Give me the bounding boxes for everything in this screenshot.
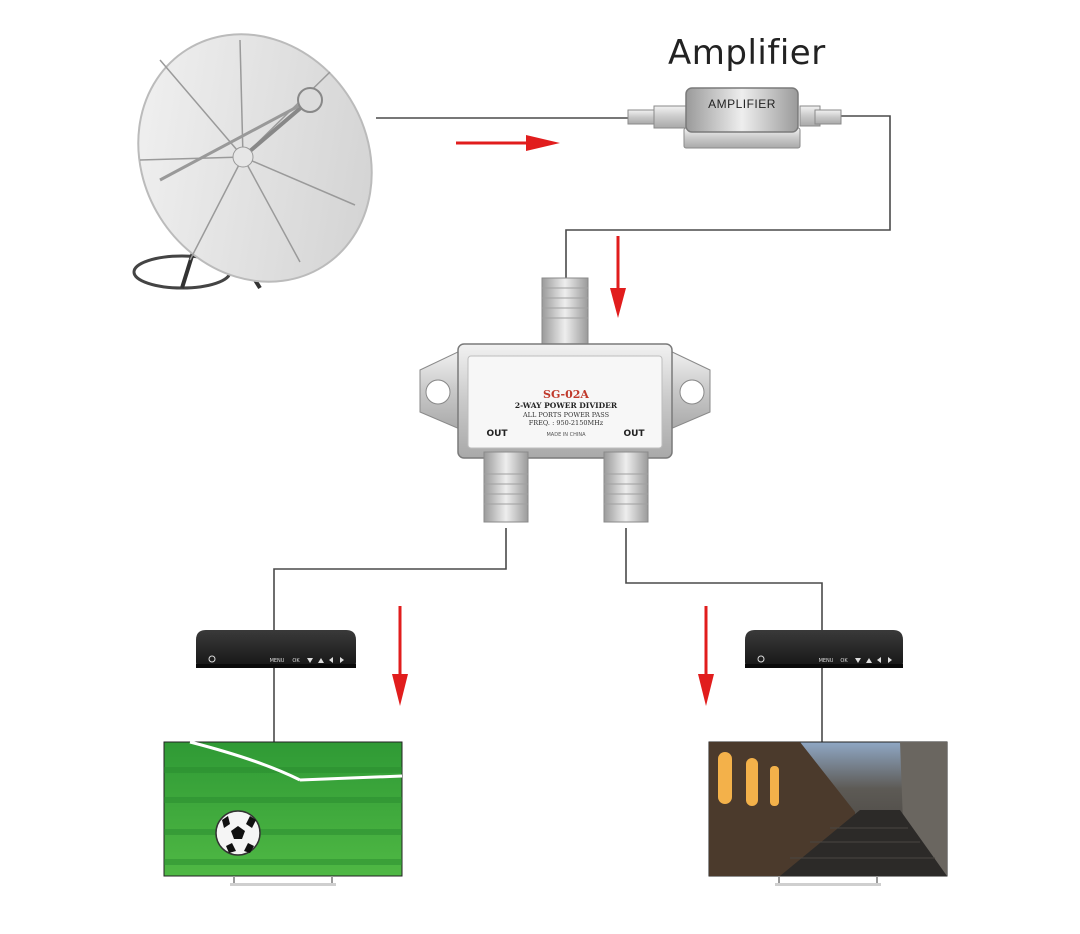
signal-arrow-down-left — [392, 606, 408, 706]
cable-amplifier-to-splitter — [565, 115, 891, 280]
amplifier-icon: AMPLIFIER — [627, 87, 842, 149]
tv-icon — [708, 741, 948, 886]
power-icon — [757, 655, 765, 663]
satellite-dish-icon — [132, 33, 373, 290]
signal-arrow-right — [456, 135, 560, 151]
amplifier-device-label: AMPLIFIER — [708, 97, 776, 111]
signal-arrow-down-right — [698, 606, 714, 706]
power-icon — [208, 655, 216, 663]
tv-icon — [163, 740, 403, 886]
splitter-line3: FREQ. : 950-2150MHz — [529, 419, 604, 427]
splitter-out-right: OUT — [623, 429, 645, 439]
cable-splitter-to-right-receiver — [625, 528, 823, 632]
signal-arrow-down-splitter — [610, 236, 626, 318]
splitter-model: SG-02A — [543, 388, 589, 401]
cable-splitter-to-left-receiver — [273, 528, 507, 632]
cable-lines — [273, 115, 891, 742]
splitter-line1: 2-WAY POWER DIVIDER — [515, 401, 618, 410]
splitter-made-in: MADE IN CHINA — [546, 432, 586, 438]
splitter-out-left: OUT — [486, 429, 508, 439]
receiver-left-menu: MENU — [270, 658, 285, 664]
receiver-left-ok: OK — [292, 658, 300, 664]
set-top-box-icon: MENU OK — [196, 630, 356, 668]
soccer-ball-icon — [215, 810, 261, 856]
splitter-icon: SG-02A 2-WAY POWER DIVIDER ALL PORTS POW… — [419, 277, 711, 523]
splitter-line2: ALL PORTS POWER PASS — [522, 411, 609, 419]
set-top-box-icon: MENU OK — [745, 630, 903, 668]
amplifier-title: Amplifier — [668, 33, 826, 73]
receiver-right-menu: MENU — [819, 658, 834, 664]
receiver-right-ok: OK — [840, 658, 848, 664]
